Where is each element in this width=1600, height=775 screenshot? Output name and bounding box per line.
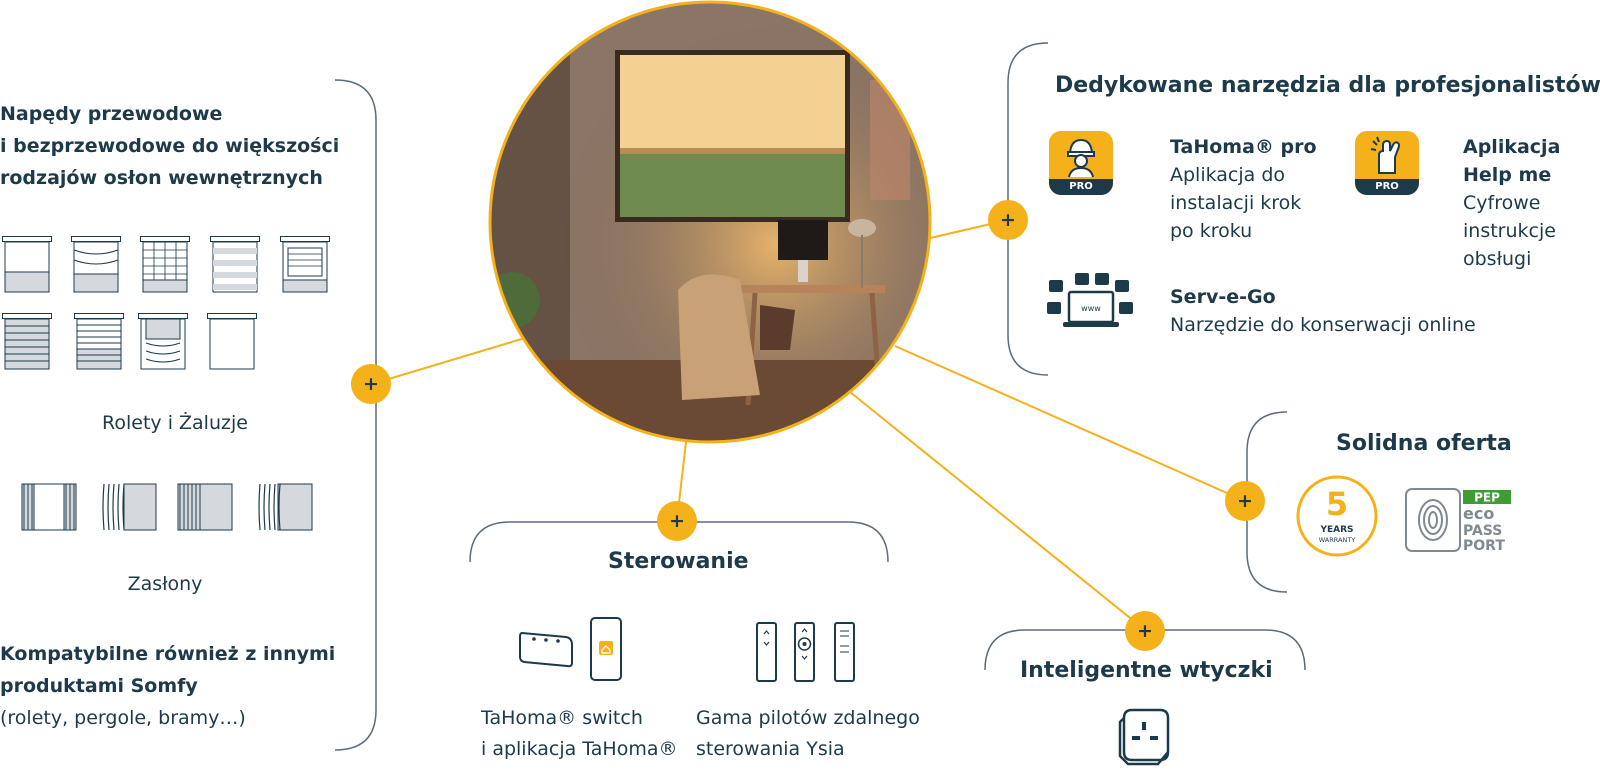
- serv-e-go-laptop-icon: www: [1047, 273, 1133, 327]
- hand-icon: [1370, 136, 1400, 174]
- serv-e-go-title: Serv-e-Go: [1170, 286, 1276, 308]
- connector-left: [371, 337, 526, 385]
- plus-button-smart-plugs[interactable]: +: [1125, 611, 1165, 651]
- tahoma-pro-desc-2: instalacji krok: [1170, 192, 1302, 214]
- venetian-blind-icon: [2, 313, 52, 370]
- left-heading-line-3: rodzajów osłon wewnętrznych: [0, 167, 323, 189]
- curtain-icon-4: [258, 483, 313, 531]
- help-me-title-1: Aplikacja: [1463, 136, 1561, 158]
- tahoma-switch-icon: [519, 631, 573, 668]
- tahoma-pro-badge: PRO: [1049, 179, 1113, 195]
- roman-blind-icon: [71, 236, 121, 293]
- help-me-app-icon[interactable]: PRO: [1355, 131, 1419, 195]
- ysia-remotes-icon: [756, 622, 855, 682]
- solid-offer-heading: Solidna oferta: [1336, 431, 1512, 456]
- tahoma-pro-app-icon[interactable]: PRO: [1049, 131, 1113, 195]
- help-me-desc-2: instrukcje: [1463, 220, 1556, 242]
- pleated-blind-icon: [140, 236, 190, 293]
- curtain-icon-2: [102, 483, 157, 531]
- pep-port: PORT: [1463, 538, 1505, 554]
- pep-eco: eco: [1463, 504, 1494, 523]
- control-heading: Sterowanie: [608, 549, 749, 574]
- tahoma-switch-line-2: i aplikacja TaHoma®: [481, 738, 678, 760]
- tahoma-switch-line-1: TaHoma® switch: [481, 707, 643, 729]
- roller-blind-icon: [2, 236, 52, 293]
- plus-button-pro-tools[interactable]: +: [988, 200, 1028, 240]
- help-me-desc-3: obsługi: [1463, 248, 1532, 270]
- warranty-label: WARRANTY: [1319, 536, 1356, 544]
- room-photo: [490, 2, 930, 442]
- pep-ecopassport-logo: PEP eco PASS PORT: [1405, 488, 1511, 554]
- tahoma-pro-desc-3: po kroku: [1170, 220, 1253, 242]
- blinds-caption: Rolety i Żaluzje: [102, 412, 248, 434]
- smart-plugs-heading: Inteligentne wtyczki: [1020, 658, 1273, 683]
- day-night-blind-icon: [210, 236, 260, 293]
- warranty-badge: 5 YEARS WARRANTY: [1296, 475, 1378, 557]
- help-me-desc-1: Cyfrowe: [1463, 192, 1541, 214]
- curtain-icon-1: [21, 483, 77, 531]
- tahoma-pro-title: TaHoma® pro: [1170, 136, 1317, 158]
- smartphone-icon: [590, 617, 622, 681]
- remotes-line-2: sterowania Ysia: [696, 738, 845, 760]
- warranty-number: 5: [1326, 485, 1348, 523]
- fingerprint-icon: [1418, 499, 1448, 541]
- serv-e-go-desc: Narzędzie do konserwacji online: [1170, 314, 1476, 336]
- curtain-icon-3: [177, 483, 233, 531]
- compatible-line-2: produktami Somfy: [0, 675, 198, 697]
- venetian-blind-icon-2: [74, 313, 124, 370]
- pep-pass: PASS: [1463, 523, 1502, 539]
- smart-plug-icon: [1118, 708, 1170, 766]
- pro-tools-heading: Dedykowane narzędzia dla profesjonalistó…: [1055, 73, 1600, 98]
- tahoma-pro-desc-1: Aplikacja do: [1170, 164, 1286, 186]
- connector-offer: [894, 345, 1246, 502]
- plus-button-left[interactable]: +: [351, 364, 391, 404]
- help-me-badge: PRO: [1355, 179, 1419, 195]
- compatible-line-1: Kompatybilne również z innymi: [0, 643, 336, 665]
- connector-plugs: [849, 391, 1146, 631]
- cassette-blind-icon: [280, 236, 330, 293]
- plus-button-solid-offer[interactable]: +: [1225, 481, 1265, 521]
- plus-button-control[interactable]: +: [657, 501, 697, 541]
- left-heading-line-1: Napędy przewodowe: [0, 103, 223, 125]
- left-heading-line-2: i bezprzewodowe do większości: [0, 135, 340, 157]
- remotes-line-1: Gama pilotów zdalnego: [696, 707, 920, 729]
- pep-top: PEP: [1474, 491, 1500, 505]
- honeycomb-blind-icon: [138, 313, 188, 370]
- curtains-caption: Zasłony: [127, 573, 203, 595]
- help-me-title-2: Help me: [1463, 164, 1552, 186]
- compatible-note: (rolety, pergole, bramy…): [0, 707, 246, 729]
- serv-e-go-screen-text: www: [1081, 304, 1101, 313]
- vertical-blind-icon: [207, 313, 257, 370]
- worker-icon: [1067, 138, 1095, 178]
- warranty-years: YEARS: [1319, 525, 1353, 535]
- bracket-left: [334, 79, 377, 751]
